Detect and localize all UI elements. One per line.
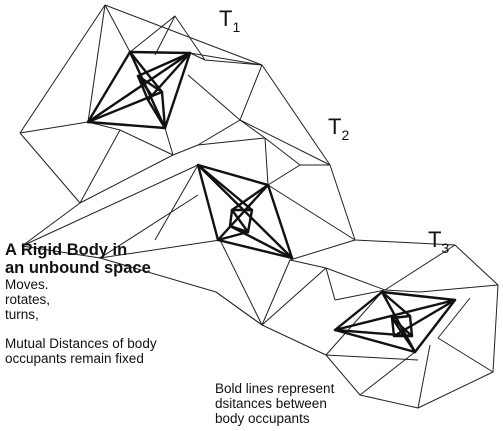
legend-note: Bold lines represent dsitances between b… <box>215 381 415 426</box>
t3-wireframe <box>325 244 499 409</box>
caption-motion-line-2: rotates, <box>5 292 51 307</box>
t2-wireframe <box>21 119 356 326</box>
t1-rigid-body <box>86 50 192 130</box>
caption-heading-line-1: A Rigid Body in <box>5 241 128 259</box>
t2-rigid-body <box>196 163 294 260</box>
label-t3: T3 <box>428 227 449 256</box>
note-line-3: body occupants <box>215 411 310 426</box>
caption-heading-line-2: an unbound space <box>5 259 151 277</box>
t3-rigid-body <box>333 290 457 354</box>
caption-motion-line-3: turns, <box>5 307 39 322</box>
note-line-1: Bold lines represent <box>215 381 335 396</box>
caption-spacer <box>5 322 245 336</box>
note-line-2: dsitances between <box>215 396 327 411</box>
caption-motion-line-1: Moves. <box>5 277 49 292</box>
caption-block: A Rigid Body in an unbound space Moves. … <box>5 241 245 366</box>
label-t1: T1 <box>219 6 240 35</box>
caption-rule-line-1: Mutual Distances of body <box>5 336 157 351</box>
t1-wireframe <box>19 4 331 204</box>
label-t2: T2 <box>328 114 349 143</box>
caption-rule-line-2: occupants remain fixed <box>5 351 144 366</box>
